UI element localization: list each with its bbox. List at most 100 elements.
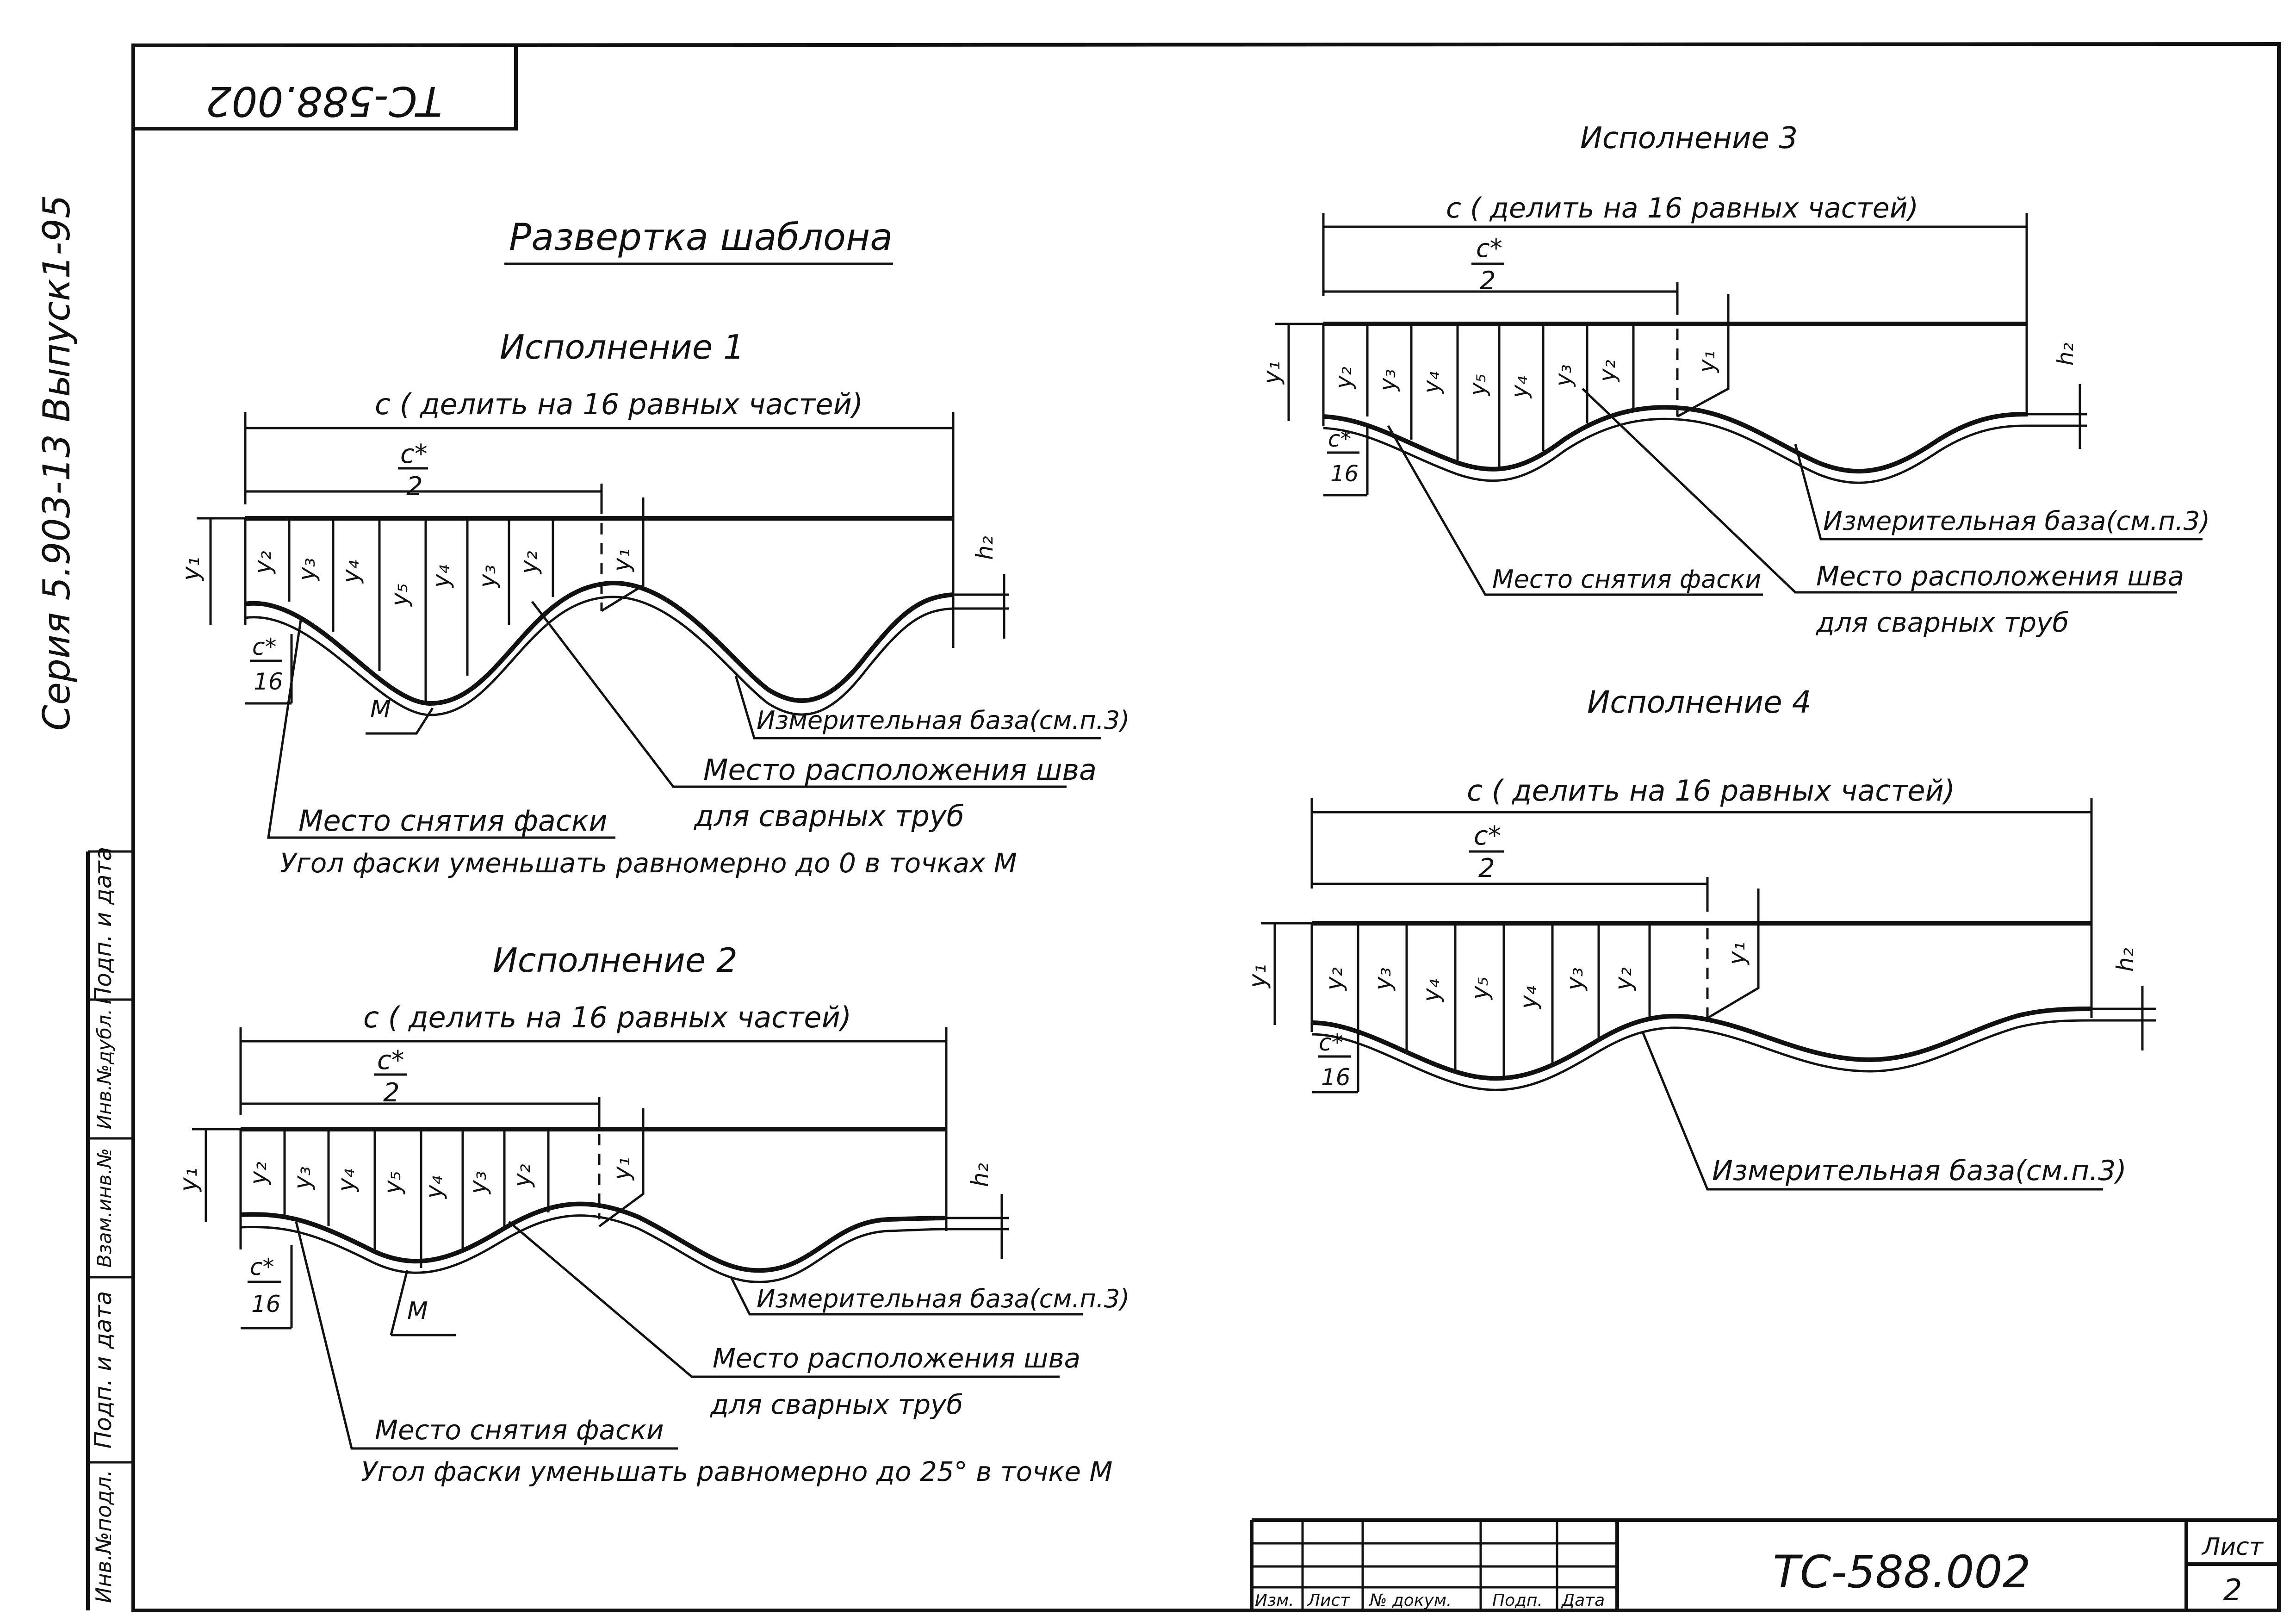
h2-label: h₂	[2053, 342, 2079, 366]
variant-title: Исполнение 2	[493, 941, 738, 980]
variant-title: Исполнение 4	[1587, 684, 1812, 720]
side-stamp: Подп. и дата Инв.№дубл. Взам.инв.№ Подп.…	[90, 847, 117, 1603]
seam-label-2: для сварных труб	[1816, 607, 2069, 638]
meas-base-label: Измерительная база(см.п.3)	[1823, 506, 2210, 536]
y2-label: y₂	[509, 1164, 535, 1188]
sheet-frame	[86, 42, 2281, 1612]
variant-1: Исполнение 1 c ( делить на 16 равных час…	[177, 328, 1129, 879]
title-header: Лист	[1307, 1591, 1350, 1610]
side-stamp-cell: Взам.инв.№	[93, 1148, 116, 1268]
c-div-label: c ( делить на 16 равных частей)	[1467, 774, 1955, 808]
y4-label: y₄	[333, 1168, 360, 1193]
y1-label: y₁	[1258, 361, 1285, 385]
chamfer-label: Место снятия фаски	[298, 804, 608, 838]
seam-label: Место расположения шва	[713, 1342, 1080, 1374]
title-doc-code: ТС-588.002	[1773, 1546, 2030, 1598]
title-header: Изм.	[1255, 1591, 1294, 1610]
c-star-label: c*	[250, 1254, 274, 1280]
y1-label: y₁	[177, 557, 205, 582]
title-block: Изм. Лист № докум. Подп. Дата ТС-588.002…	[1250, 1518, 2279, 1610]
h2-label: h₂	[2112, 948, 2139, 972]
y4-label: y₄	[1419, 371, 1445, 394]
y2-label: y₂	[1595, 360, 1620, 383]
side-stamp-cell: Инв.№подл.	[91, 1470, 116, 1603]
y3-label: y₃	[1551, 364, 1576, 387]
two-label: 2	[406, 472, 423, 502]
sixteen-label: 16	[1321, 1064, 1351, 1091]
y5-label: y₅	[1465, 373, 1491, 397]
variant-2: Исполнение 2 c ( делить на 16 равных час…	[175, 941, 1129, 1487]
y1-label: y₁	[608, 548, 635, 572]
y2-label: y₂	[249, 551, 276, 575]
variant-3: Исполнение 3 c ( делить на 16 равных час…	[1258, 121, 2210, 638]
y2-label: y₂	[1610, 967, 1637, 991]
two-label: 2	[1478, 853, 1495, 883]
chamfer-label: Место снятия фаски	[375, 1414, 664, 1446]
c-div-label: c ( делить на 16 равных частей)	[363, 1001, 851, 1034]
seam-label: Место расположения шва	[703, 753, 1097, 787]
sixteen-label: 16	[251, 1291, 281, 1317]
y3-label: y₃	[1561, 967, 1588, 991]
title-header: Дата	[1561, 1591, 1605, 1610]
c-star-label: c*	[400, 439, 428, 469]
y3-label: y₃	[1375, 369, 1401, 392]
y4-label: y₄	[1507, 376, 1533, 399]
title-header: Подп.	[1492, 1591, 1543, 1610]
y4-label: y₄	[428, 565, 454, 589]
variant-note: Угол фаски уменьшать равномерно до 0 в т…	[280, 847, 1017, 879]
c-div-label: c ( делить на 16 равных частей)	[375, 387, 863, 421]
seam-label-2: для сварных труб	[710, 1389, 963, 1420]
side-stamp-cell: Подп. и дата	[90, 1291, 117, 1449]
meas-base-label: Измерительная база(см.п.3)	[757, 1284, 1129, 1313]
y3-label: y₃	[293, 558, 320, 582]
variant-4: Исполнение 4 c ( делить на 16 равных час…	[1244, 684, 2156, 1191]
sixteen-label: 16	[1330, 461, 1359, 487]
title-header: № докум.	[1369, 1591, 1452, 1610]
side-stamp-cell: Инв.№дубл.	[93, 1009, 116, 1130]
y3-label: y₃	[474, 565, 501, 589]
c-star-label: c*	[1328, 426, 1351, 452]
y3-label: y₃	[1369, 967, 1396, 991]
y4-label: y₄	[337, 560, 364, 584]
y1-label: y₁	[1694, 350, 1720, 373]
meas-base-label: Измерительная база(см.п.3)	[1712, 1155, 2127, 1187]
variant-title: Исполнение 3	[1580, 121, 1798, 155]
y5-label: y₅	[386, 583, 413, 607]
y2-label: y₂	[1321, 967, 1347, 991]
corner-doc-code: ТС-588.002	[206, 77, 442, 125]
y4-label: y₄	[1515, 986, 1542, 1010]
sheet-label: Лист	[2201, 1533, 2264, 1561]
chamfer-label: Место снятия фаски	[1492, 565, 1762, 594]
seam-label-2: для сварных труб	[694, 799, 964, 833]
variant-title: Исполнение 1	[500, 328, 745, 367]
main-title: Развертка шаблона	[509, 216, 893, 259]
side-stamp-cell: Подп. и дата	[90, 847, 117, 1005]
sheet-number: 2	[2223, 1573, 2242, 1608]
c-star-label: c*	[1476, 234, 1502, 263]
y1-label: y₁	[1244, 964, 1272, 989]
y3-label: y₃	[465, 1171, 491, 1195]
variant-note: Угол фаски уменьшать равномерно до 25° в…	[361, 1456, 1113, 1487]
c-star-label: c*	[252, 634, 277, 660]
y1-label: y₁	[608, 1157, 635, 1181]
y4-label: y₄	[1418, 979, 1445, 1003]
m-label: M	[370, 696, 391, 723]
meas-base-label: Измерительная база(см.п.3)	[757, 706, 1129, 735]
y2-label: y₂	[515, 551, 542, 575]
y4-label: y₄	[421, 1175, 447, 1199]
c-div-label: c ( делить на 16 равных частей)	[1446, 192, 1918, 224]
seam-label: Место расположения шва	[1816, 560, 2184, 592]
y3-label: y₃	[289, 1166, 316, 1190]
h2-label: h₂	[967, 1163, 993, 1187]
h2-label: h₂	[971, 536, 998, 560]
c-star-label: c*	[1474, 821, 1501, 851]
y5-label: y₅	[1466, 976, 1493, 1001]
m-label: M	[407, 1297, 428, 1325]
y1-label: y₁	[1723, 942, 1750, 966]
sixteen-label: 16	[254, 668, 283, 695]
y2-label: y₂	[1331, 367, 1357, 390]
y2-label: y₂	[245, 1162, 272, 1186]
c-star-label: c*	[377, 1045, 404, 1075]
c-star-label: c*	[1319, 1029, 1343, 1056]
